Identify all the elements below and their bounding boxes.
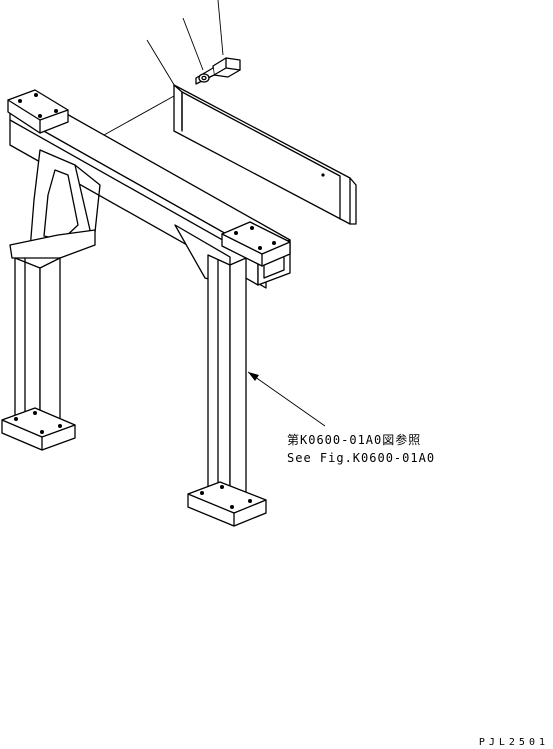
left-leg xyxy=(9,229,96,431)
left-top-pad xyxy=(7,89,69,134)
right-top-pad xyxy=(221,221,291,267)
reference-note-en: See Fig.K0600-01A0 xyxy=(287,451,436,465)
leader-lines xyxy=(146,0,326,427)
right-base-plate xyxy=(187,481,267,527)
drawing-id-label: PJL2501 xyxy=(478,737,549,748)
right-leg xyxy=(207,254,247,501)
cover-plate xyxy=(94,84,357,225)
left-base-plate xyxy=(1,407,76,451)
washer-icon xyxy=(198,73,210,83)
reference-note-jp: 第K0600-01A0図参照 xyxy=(287,433,422,447)
